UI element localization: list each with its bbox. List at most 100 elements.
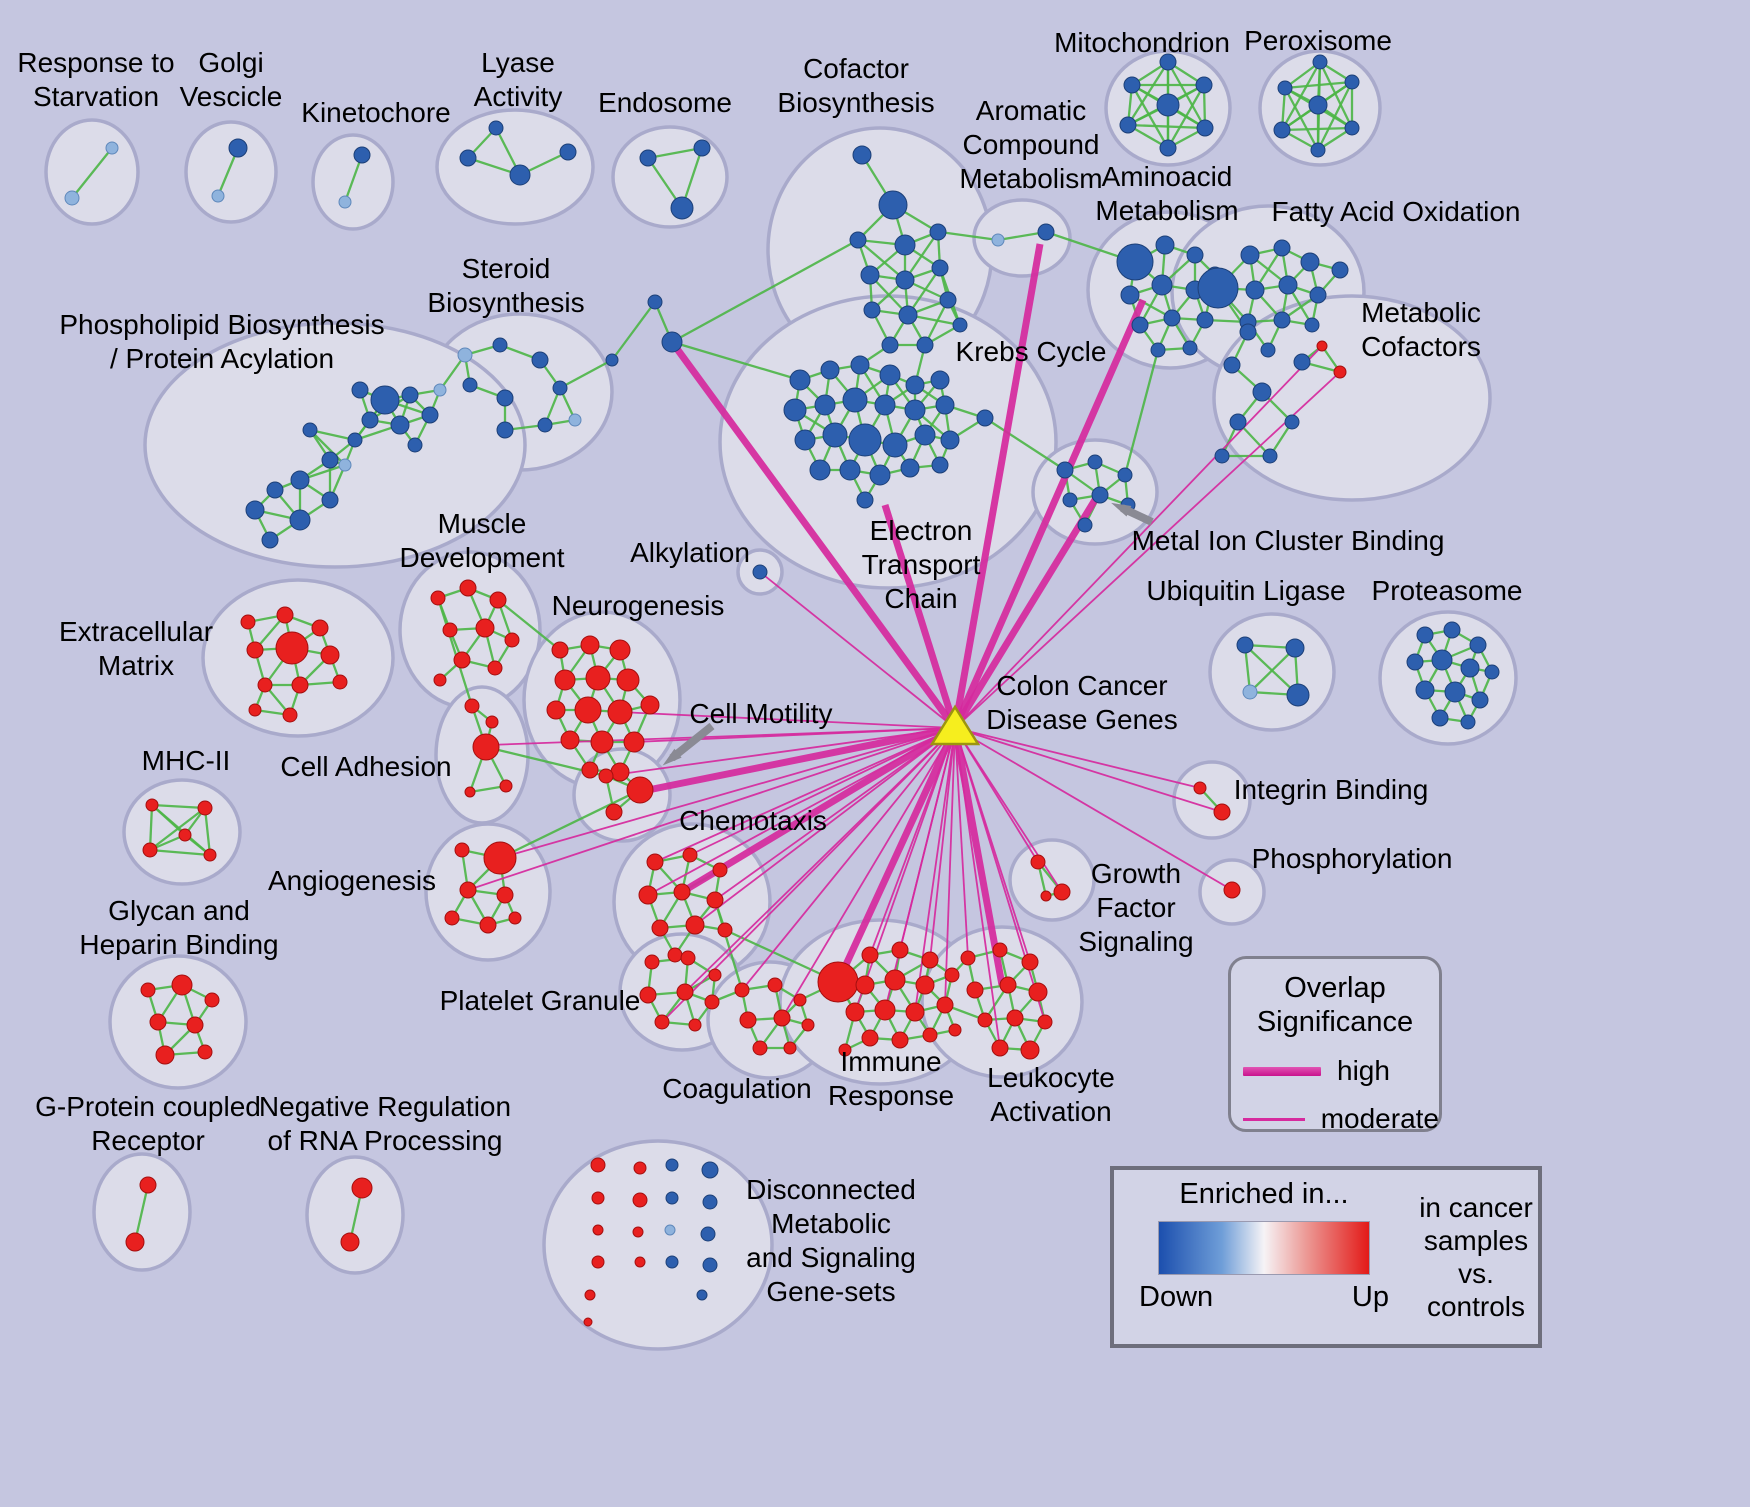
krebs-electron-transport-node[interactable] [783,398,807,422]
fatty-acid-oxidation-node[interactable] [1197,267,1239,309]
extracellular-matrix-node[interactable] [248,703,262,717]
immune-response-node[interactable] [891,1031,909,1049]
ubiquitin-ligase-node[interactable] [1236,636,1254,654]
metal-ion-cluster-binding-node[interactable] [1117,467,1133,483]
neurogenesis-node[interactable] [560,730,580,750]
steroid-biosynthesis-node[interactable] [496,389,514,407]
chemotaxis-node[interactable] [646,853,664,871]
neurogenesis-node[interactable] [607,699,633,725]
steroid-biosynthesis-node[interactable] [568,413,582,427]
platelet-granule-node[interactable] [676,983,694,1001]
phospholipid-protein-acylation-node[interactable] [361,411,379,429]
disconnected-gene-sets-node[interactable] [702,1257,718,1273]
cofactor-biosynthesis-node[interactable] [895,270,915,290]
neurogenesis-node[interactable] [546,700,566,720]
cofactor-biosynthesis-node[interactable] [894,234,916,256]
neurogenesis-node[interactable] [551,641,569,659]
krebs-electron-transport-node[interactable] [809,459,831,481]
coagulation-node[interactable] [793,993,807,1007]
g-protein-coupled-receptor-node[interactable] [125,1232,145,1252]
krebs-electron-transport-node[interactable] [935,395,955,415]
krebs-electron-transport-node[interactable] [814,394,836,416]
endosome-node[interactable] [639,149,657,167]
krebs-electron-transport-node[interactable] [869,464,891,486]
metabolic-cofactors-node[interactable] [1293,353,1311,371]
mitochondrion-node[interactable] [1195,76,1213,94]
mhc-ii-node[interactable] [203,848,217,862]
proteasome-node[interactable] [1406,653,1424,671]
muscle-development-node[interactable] [475,618,495,638]
glycan-heparin-binding-node[interactable] [204,992,220,1008]
platelet-granule-node[interactable] [708,968,722,982]
neurogenesis-node[interactable] [581,761,599,779]
phospholipid-protein-acylation-node[interactable] [321,451,339,469]
chemotaxis-node[interactable] [706,891,724,909]
aminoacid-metabolism-node[interactable] [1155,235,1175,255]
cofactor-biosynthesis-node[interactable] [939,291,957,309]
metabolic-cofactors-node[interactable] [1252,382,1272,402]
platelet-granule-node[interactable] [680,950,696,966]
extracellular-matrix-node[interactable] [311,619,329,637]
peroxisome-node[interactable] [1344,74,1360,90]
metabolic-cofactors-node[interactable] [1214,448,1230,464]
chemotaxis-node[interactable] [667,947,683,963]
mitochondrion-node[interactable] [1156,93,1180,117]
steroid-biosynthesis-node[interactable] [605,353,619,367]
phospholipid-protein-acylation-node[interactable] [351,381,369,399]
fatty-acid-oxidation-node[interactable] [1240,245,1260,265]
cell-motility-node[interactable] [598,768,614,784]
immune-response-node[interactable] [915,975,935,995]
phospholipid-protein-acylation-node[interactable] [290,470,310,490]
neurogenesis-node[interactable] [585,665,611,691]
phospholipid-protein-acylation-node[interactable] [338,458,352,472]
peroxisome-node[interactable] [1344,120,1360,136]
muscle-development-node[interactable] [487,660,503,676]
neurogenesis-node[interactable] [610,762,630,782]
phospholipid-protein-acylation-node[interactable] [401,386,419,404]
extracellular-matrix-node[interactable] [257,677,273,693]
peroxisome-node[interactable] [1277,80,1293,96]
krebs-electron-transport-node[interactable] [879,364,901,386]
proteasome-node[interactable] [1471,691,1489,709]
neurogenesis-node[interactable] [616,668,640,692]
proteasome-node[interactable] [1415,680,1435,700]
fatty-acid-oxidation-node[interactable] [1245,280,1265,300]
disconnected-gene-sets-node[interactable] [665,1158,679,1172]
disconnected-gene-sets-node[interactable] [665,1191,679,1205]
krebs-electron-transport-node[interactable] [842,387,868,413]
mitochondrion-node[interactable] [1123,76,1141,94]
coagulation-node[interactable] [801,1018,815,1032]
krebs-electron-transport-node[interactable] [874,394,896,416]
steroid-biosynthesis-node[interactable] [552,380,568,396]
mitochondrion-node[interactable] [1159,53,1177,71]
extracellular-matrix-node[interactable] [240,614,256,630]
platelet-granule-node[interactable] [644,954,660,970]
phospholipid-protein-acylation-node[interactable] [302,422,318,438]
peroxisome-node[interactable] [1310,142,1326,158]
integrin-binding-node[interactable] [1193,781,1207,795]
lyase-activity-node[interactable] [559,143,577,161]
extracellular-matrix-node[interactable] [291,676,309,694]
leukocyte-activation-node[interactable] [999,976,1017,994]
fatty-acid-oxidation-node[interactable] [1304,317,1320,333]
krebs-electron-transport-node[interactable] [882,432,908,458]
metal-ion-cluster-binding-node[interactable] [1091,486,1109,504]
muscle-development-node[interactable] [442,622,458,638]
metabolic-cofactors-node[interactable] [1316,340,1328,352]
cell-adhesion-node[interactable] [485,715,499,729]
chemotaxis-node[interactable] [638,885,658,905]
cofactor-biosynthesis-node[interactable] [931,259,949,277]
cell-adhesion-node[interactable] [464,698,480,714]
neurogenesis-node[interactable] [590,730,614,754]
krebs-electron-transport-node[interactable] [931,456,949,474]
mhc-ii-node[interactable] [197,800,213,816]
platelet-granule-node[interactable] [654,1014,670,1030]
extracellular-matrix-node[interactable] [282,707,298,723]
lyase-activity-node[interactable] [488,120,504,136]
disconnected-gene-sets-node[interactable] [632,1226,644,1238]
phospholipid-protein-acylation-node[interactable] [261,531,279,549]
glycan-heparin-binding-node[interactable] [197,1044,213,1060]
muscle-development-node[interactable] [504,632,520,648]
cofactor-biosynthesis-node[interactable] [916,336,934,354]
neurogenesis-node[interactable] [623,731,645,753]
